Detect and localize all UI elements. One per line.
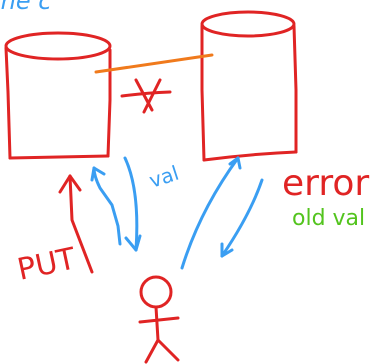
right-database-bottom [202, 150, 298, 162]
right-database-top [200, 10, 296, 38]
replication-link [94, 53, 214, 74]
put-label: PUT [14, 241, 79, 288]
right-database-left-wall [200, 24, 206, 162]
val-arrow-down-left-head [124, 234, 142, 252]
right-database [200, 10, 298, 162]
put-arrow-head [58, 174, 82, 194]
val-label: val [146, 161, 182, 193]
val-arrow-down-right-head [220, 242, 234, 258]
val-arrow-up-right [180, 156, 240, 270]
val-arrows [90, 156, 264, 270]
left-database-left-wall [4, 46, 12, 160]
client-body [154, 305, 160, 342]
val-arrow-up-right-head [228, 156, 242, 170]
partition-x-mark-icon [120, 78, 172, 114]
right-database-right-wall [292, 24, 298, 154]
put-arrow [68, 174, 94, 274]
client-arms [138, 316, 180, 324]
left-database-top [4, 31, 112, 61]
val-arrow-up-left [92, 166, 122, 246]
error-label: error [282, 163, 369, 204]
left-database-bottom [8, 154, 110, 160]
old-val-label: old val [292, 206, 365, 231]
client-legs [144, 338, 180, 364]
left-database [4, 31, 112, 160]
val-arrow-down-right [220, 178, 264, 258]
client-head [139, 275, 173, 309]
left-database-right-wall [106, 48, 112, 158]
client-stick-figure-icon [138, 275, 180, 364]
val-arrow-down-left [123, 156, 139, 252]
val-arrow-up-left-head [90, 166, 106, 182]
partial-top-label: one c [0, 0, 51, 15]
